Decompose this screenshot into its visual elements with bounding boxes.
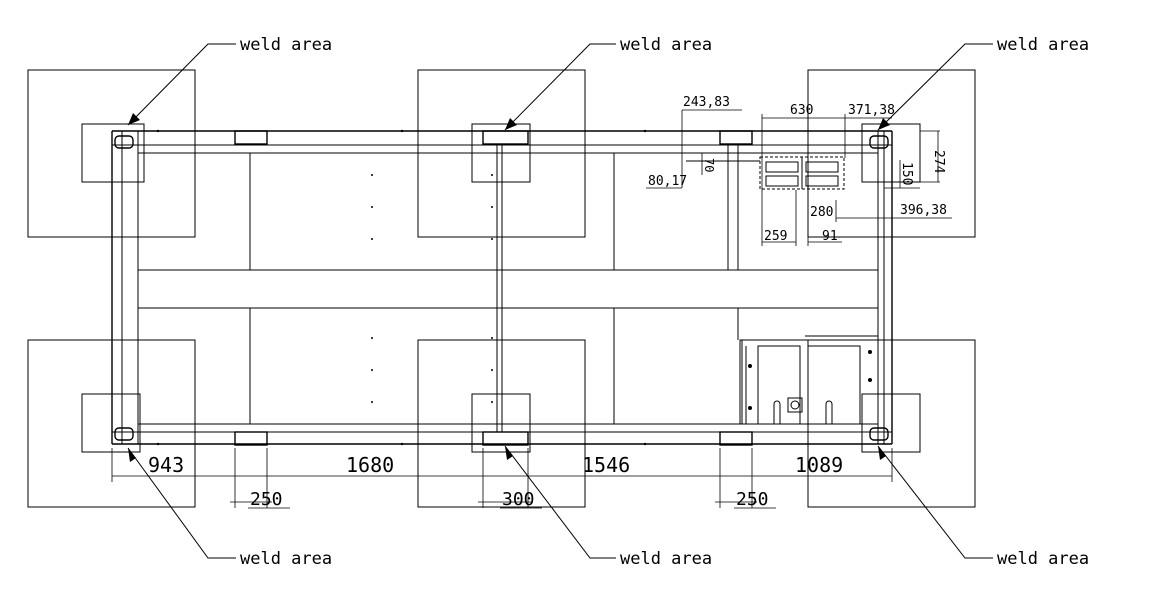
dim-250-left: 250 [250,489,283,510]
dim-943: 943 [148,453,184,477]
top-block-250 [234,130,268,145]
main-frame [111,130,893,445]
top-right-equipment [686,152,845,190]
weld-area-label-top-left: weld area [240,35,332,55]
dim-1680: 1680 [346,453,394,477]
dim-243-83: 243,83 [683,95,730,110]
corner-anchors [114,135,889,441]
weld-area-label-bottom-center: weld area [620,549,712,569]
base-plate-bottom-left [81,393,141,453]
weld-area-label-bottom-left: weld area [240,549,332,569]
weld-area-label-top-center: weld area [620,35,712,55]
dim-371-38: 371,38 [848,103,895,118]
top-block-right [719,130,753,145]
dim-1546: 1546 [582,453,630,477]
dim-396-38: 396,38 [900,203,947,218]
dim-1089: 1089 [795,453,843,477]
dim-70: 70 [702,158,716,172]
dim-280: 280 [810,205,833,220]
dim-630: 630 [790,103,813,118]
dim-91: 91 [822,229,838,244]
dim-274: 274 [931,150,946,174]
bottom-dimension-chain [111,448,893,509]
weld-callout-leaders [127,43,993,559]
dim-259: 259 [764,229,787,244]
top-block-center [482,130,529,145]
base-plates [81,123,921,453]
bottom-block-center [482,431,529,446]
dim-150: 150 [899,162,914,185]
weld-area-label-top-right: weld area [997,35,1089,55]
dim-250-right: 250 [736,489,769,510]
bottom-right-equipment [739,335,879,425]
weld-area-label-bottom-right: weld area [997,549,1089,569]
bottom-block-right [719,431,753,446]
dim-300: 300 [502,489,535,510]
anchor-top-left [114,135,134,149]
anchor-bottom-left [114,427,134,441]
base-plate-bottom-center [471,393,531,453]
detail-dimension-lines [646,109,952,246]
bottom-block-250 [234,431,268,446]
dim-80-17: 80,17 [648,174,687,189]
anchor-bottom-right [869,427,889,441]
marker-dots [156,129,647,446]
beam-blocks [234,130,753,446]
base-plate-top-left [81,123,145,183]
anchor-top-right [869,135,889,149]
base-plate-bottom-right [861,393,921,453]
